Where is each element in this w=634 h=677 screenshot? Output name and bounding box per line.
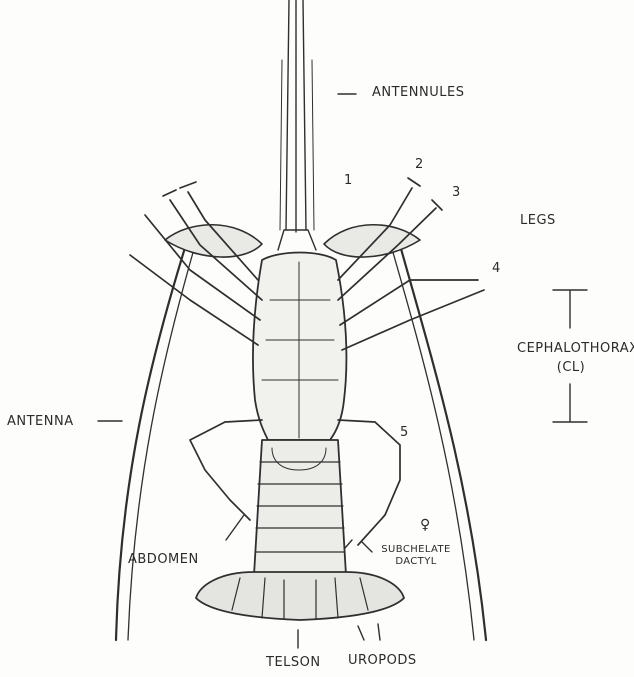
abdomen-leader bbox=[226, 515, 244, 540]
right-legs-drawing bbox=[338, 178, 484, 350]
subchelate-dactyl-label: SUBCHELATE DACTYL bbox=[376, 544, 456, 568]
antenna-label: ANTENNA bbox=[7, 415, 74, 428]
tail-fan-drawing bbox=[196, 572, 404, 620]
abdomen-drawing bbox=[254, 440, 346, 575]
left-legs-drawing bbox=[130, 182, 262, 345]
antennules-label: ANTENNULES bbox=[372, 86, 464, 99]
leg-number-5: 5 bbox=[400, 426, 409, 439]
dactyl-text: DACTYL bbox=[376, 556, 456, 568]
subchelate-text: SUBCHELATE bbox=[376, 544, 456, 556]
cephalothorax-text: CEPHALOTHORAX bbox=[517, 340, 625, 359]
carapace-drawing bbox=[253, 253, 346, 441]
left-antenna-drawing bbox=[116, 238, 196, 640]
abdomen-label: ABDOMEN bbox=[128, 553, 199, 566]
uropods-leader-1 bbox=[358, 626, 364, 640]
leg-number-1: 1 bbox=[344, 174, 353, 187]
cephalothorax-label: CEPHALOTHORAX (CL) bbox=[517, 340, 625, 378]
leg-number-2: 2 bbox=[415, 158, 424, 171]
female-symbol: ♀ bbox=[420, 518, 431, 532]
cl-text: (CL) bbox=[517, 359, 625, 378]
telson-label: TELSON bbox=[266, 656, 321, 669]
legs-label: LEGS bbox=[520, 214, 556, 227]
antennules-drawing bbox=[278, 0, 316, 250]
uropods-label: UROPODS bbox=[348, 654, 417, 667]
uropods-leader-2 bbox=[378, 624, 380, 640]
subchelate-leader bbox=[362, 542, 372, 552]
leg-number-3: 3 bbox=[452, 186, 461, 199]
leg-number-4: 4 bbox=[492, 262, 501, 275]
